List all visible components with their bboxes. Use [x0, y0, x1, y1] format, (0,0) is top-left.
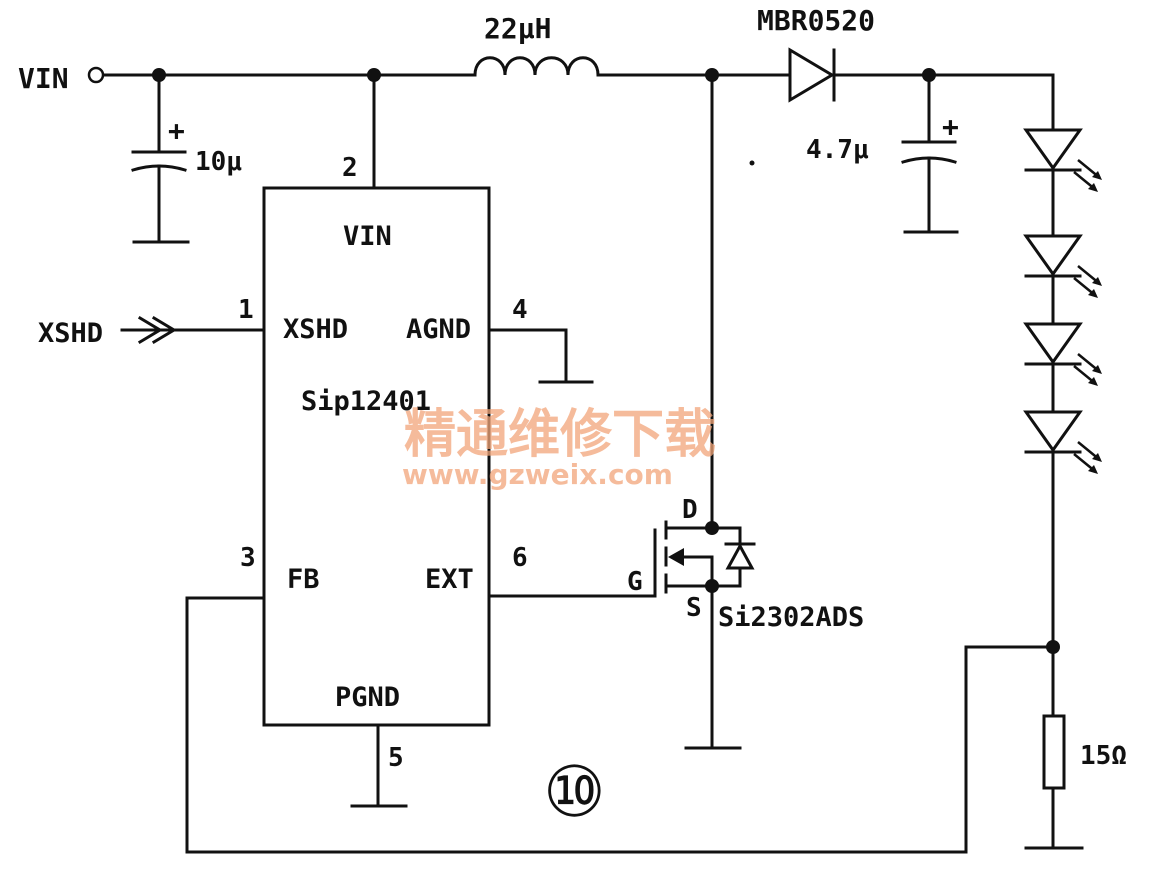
pgnd-ground	[350, 723, 408, 808]
vin-terminal-circle	[87, 66, 105, 84]
c1-plus-sign: +	[168, 114, 185, 147]
pin1-number: 1	[238, 295, 254, 325]
mosfet-part-label: Si2302ADS	[718, 602, 864, 633]
watermark-title: 精通维修下载	[404, 405, 716, 465]
inductor-22uh	[473, 56, 600, 77]
capacitor-c2	[901, 73, 959, 234]
pin-xshd-label: XSHD	[283, 314, 348, 345]
led-string	[1023, 73, 1102, 718]
mosfet-source-junction	[705, 579, 719, 593]
led-4	[1023, 410, 1102, 474]
pin-fb-label: FB	[287, 564, 320, 595]
inductor-value-label: 22μH	[484, 12, 551, 45]
pin6-number: 6	[512, 543, 528, 573]
led-1	[1023, 128, 1102, 192]
xshd-input-label: XSHD	[38, 318, 103, 349]
c1-value-label: 10μ	[195, 147, 242, 177]
mosfet-si2302ads	[653, 520, 756, 750]
vin-terminal-label: VIN	[18, 62, 69, 95]
pin2-number: 2	[342, 153, 358, 183]
mosfet-gate-label: G	[627, 567, 643, 597]
pin-pgnd-label: PGND	[335, 682, 400, 713]
diode-part-label: MBR0520	[757, 4, 875, 37]
capacitor-c1	[131, 73, 190, 244]
pin-agnd-label: AGND	[406, 314, 471, 345]
xshd-input-arrow	[120, 315, 266, 345]
watermark-url: www.gzweix.com	[402, 458, 673, 491]
feedback-wire	[185, 596, 1055, 854]
mosfet-drain-label: D	[682, 495, 698, 525]
c2-plus-sign: +	[942, 110, 959, 143]
mosfet-drain-junction	[705, 521, 719, 535]
led-2	[1023, 234, 1102, 298]
agnd-ground	[487, 328, 594, 384]
ic-sip12401-body	[262, 186, 491, 727]
ic-part-label: Sip12401	[301, 386, 431, 417]
c2-value-label: 4.7μ	[806, 135, 869, 165]
pin-vin-label: VIN	[343, 221, 392, 252]
figure-number-label: ⑩	[543, 751, 606, 833]
resistor-value-label: 15Ω	[1080, 741, 1127, 771]
led-3	[1023, 322, 1102, 386]
diode-mbr0520	[788, 47, 836, 103]
pin-ext-label: EXT	[425, 564, 474, 595]
stray-mark	[749, 160, 755, 166]
mosfet-source-label: S	[686, 593, 702, 623]
resistor-15-ohm	[1024, 714, 1084, 850]
pin4-number: 4	[512, 295, 528, 325]
pin5-number: 5	[388, 743, 404, 773]
pin3-number: 3	[240, 543, 256, 573]
